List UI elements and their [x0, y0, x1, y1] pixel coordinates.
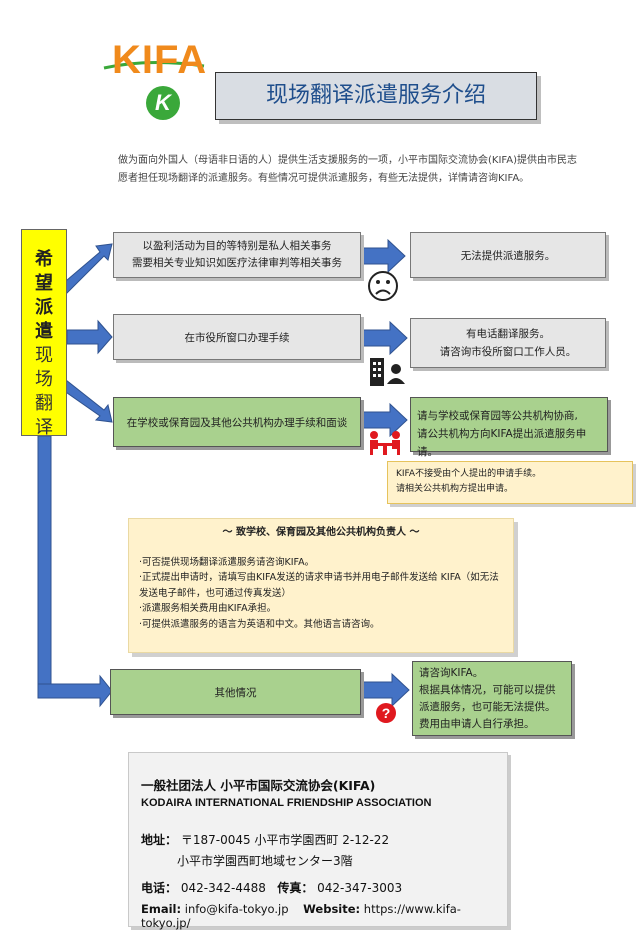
wish-dispatch-box: 希 望 派 遣 现 场 翻 译	[21, 229, 67, 438]
notice-item: ·正式提出申请时，请填写由KIFA发送的请求申请书并用电子邮件发送给 KIFA（…	[139, 572, 499, 599]
address-line-1: 〒187-0045 小平市学園西町 2-12-22	[180, 833, 390, 847]
website-label: Website:	[303, 902, 361, 916]
wish-char: 遣	[35, 321, 53, 342]
notice-item: ·派遣服务相关费用由KIFA承担。	[139, 603, 277, 614]
result-phone-interpretation: 有电话翻译服务。 请咨询市役所窗口工作人员。	[410, 318, 606, 368]
result-line: 有电话翻译服务。	[466, 328, 550, 340]
case-line: 在学校或保育园及其他公共机构办理手续和面谈	[126, 416, 348, 429]
case-line: 需要相关专业知识如医疗法律审判等相关事务	[132, 257, 342, 269]
question-icon: ?	[376, 703, 396, 723]
wish-char: 现	[35, 345, 53, 366]
wish-char: 译	[35, 417, 53, 438]
org-name-cn: 一般社团法人 小平市国际交流协会(KIFA)	[141, 778, 376, 793]
case-private-affairs: 以盈利活动为目的等特别是私人相关事务 需要相关专业知识如医疗法律审判等相关事务	[113, 232, 361, 278]
result-line: 根据具体情况，可能可以提供派遣服务，也可能无法提供。	[419, 684, 556, 713]
case-line: 其他情况	[214, 686, 257, 699]
tel-value: 042-342-4488	[180, 881, 266, 895]
title-box: 现场翻译派遣服务介绍	[215, 72, 537, 120]
email-link[interactable]: info@kifa-tokyo.jp	[184, 902, 289, 916]
result-consult-kifa: 请咨询KIFA。 根据具体情况，可能可以提供派遣服务，也可能无法提供。 费用由申…	[412, 661, 572, 736]
notice-item: ·可否提供现场翻译派遣服务请咨询KIFA。	[139, 556, 315, 568]
note-individuals: KIFA不接受由个人提出的申请手续。 请相关公共机构方提出申请。	[387, 461, 633, 504]
logo-icon: K	[146, 86, 180, 120]
result-line: 费用由申请人自行承担。	[419, 718, 535, 730]
case-public-institution: 在学校或保育园及其他公共机构办理手续和面谈	[113, 397, 361, 447]
contact-box: 一般社团法人 小平市国际交流协会(KIFA) KODAIRA INTERNATI…	[128, 752, 508, 930]
result-institution-request: 请与学校或保育园等公共机构协商, 请公共机构方向KIFA提出派遣服务申请。	[410, 397, 608, 458]
result-line: 请公共机构方向KIFA提出派遣服务申请。	[417, 428, 587, 458]
intro-paragraph: 做为面向外国人（母语非日语的人）提供生活支援服务的一项，小平市国际交流协会(KI…	[118, 155, 577, 184]
result-line: 无法提供派遣服务。	[460, 249, 556, 262]
meeting-icon	[370, 431, 400, 455]
fax-value: 042-347-3003	[317, 881, 403, 895]
case-line: 以盈利活动为目的等特别是私人相关事务	[142, 240, 332, 252]
wish-char: 翻	[35, 393, 53, 414]
email-label: Email:	[141, 902, 182, 916]
notice-title: ～ 致学校、保育园及其他公共机构负责人 ～	[222, 527, 420, 538]
address-line-2: 小平市学園西町地域センター3階	[177, 854, 353, 868]
wish-char: 希	[35, 249, 53, 270]
notice-item: ·可提供派遣服务的语言为英语和中文。其他语言请咨询。	[139, 618, 380, 630]
svg-text:?: ?	[382, 705, 391, 721]
result-line: 请与学校或保育园等公共机构协商,	[417, 410, 578, 422]
website-link[interactable]: https://www.kifa-tokyo.jp/	[141, 902, 461, 930]
tel-label: 电话：	[141, 881, 178, 895]
page-title: 现场翻译派遣服务介绍	[265, 83, 486, 108]
note-line: KIFA不接受由个人提出的申请手续。	[396, 469, 542, 479]
wish-char: 派	[35, 297, 53, 318]
case-other: 其他情况	[110, 669, 361, 715]
wish-char: 场	[35, 369, 53, 390]
fax-label: 传真：	[277, 881, 314, 895]
notice-box: ～ 致学校、保育园及其他公共机构负责人 ～ ·可否提供现场翻译派遣服务请咨询KI…	[128, 518, 514, 653]
sad-face-icon	[368, 271, 398, 301]
case-city-hall: 在市役所窗口办理手续	[113, 314, 361, 360]
wish-char: 望	[35, 273, 53, 294]
org-name-en: KODAIRA INTERNATIONAL FRIENDSHIP ASSOCIA…	[141, 797, 432, 809]
result-no-dispatch: 无法提供派遣服务。	[410, 232, 606, 278]
case-line: 在市役所窗口办理手续	[184, 331, 290, 344]
address-label: 地址：	[141, 833, 178, 847]
logo-wordmark: KIFA	[112, 38, 208, 82]
result-line: 请咨询KIFA。	[419, 667, 484, 679]
office-building-icon	[370, 358, 405, 386]
note-line: 请相关公共机构方提出申请。	[396, 484, 514, 494]
result-line: 请咨询市役所窗口工作人员。	[439, 346, 577, 358]
